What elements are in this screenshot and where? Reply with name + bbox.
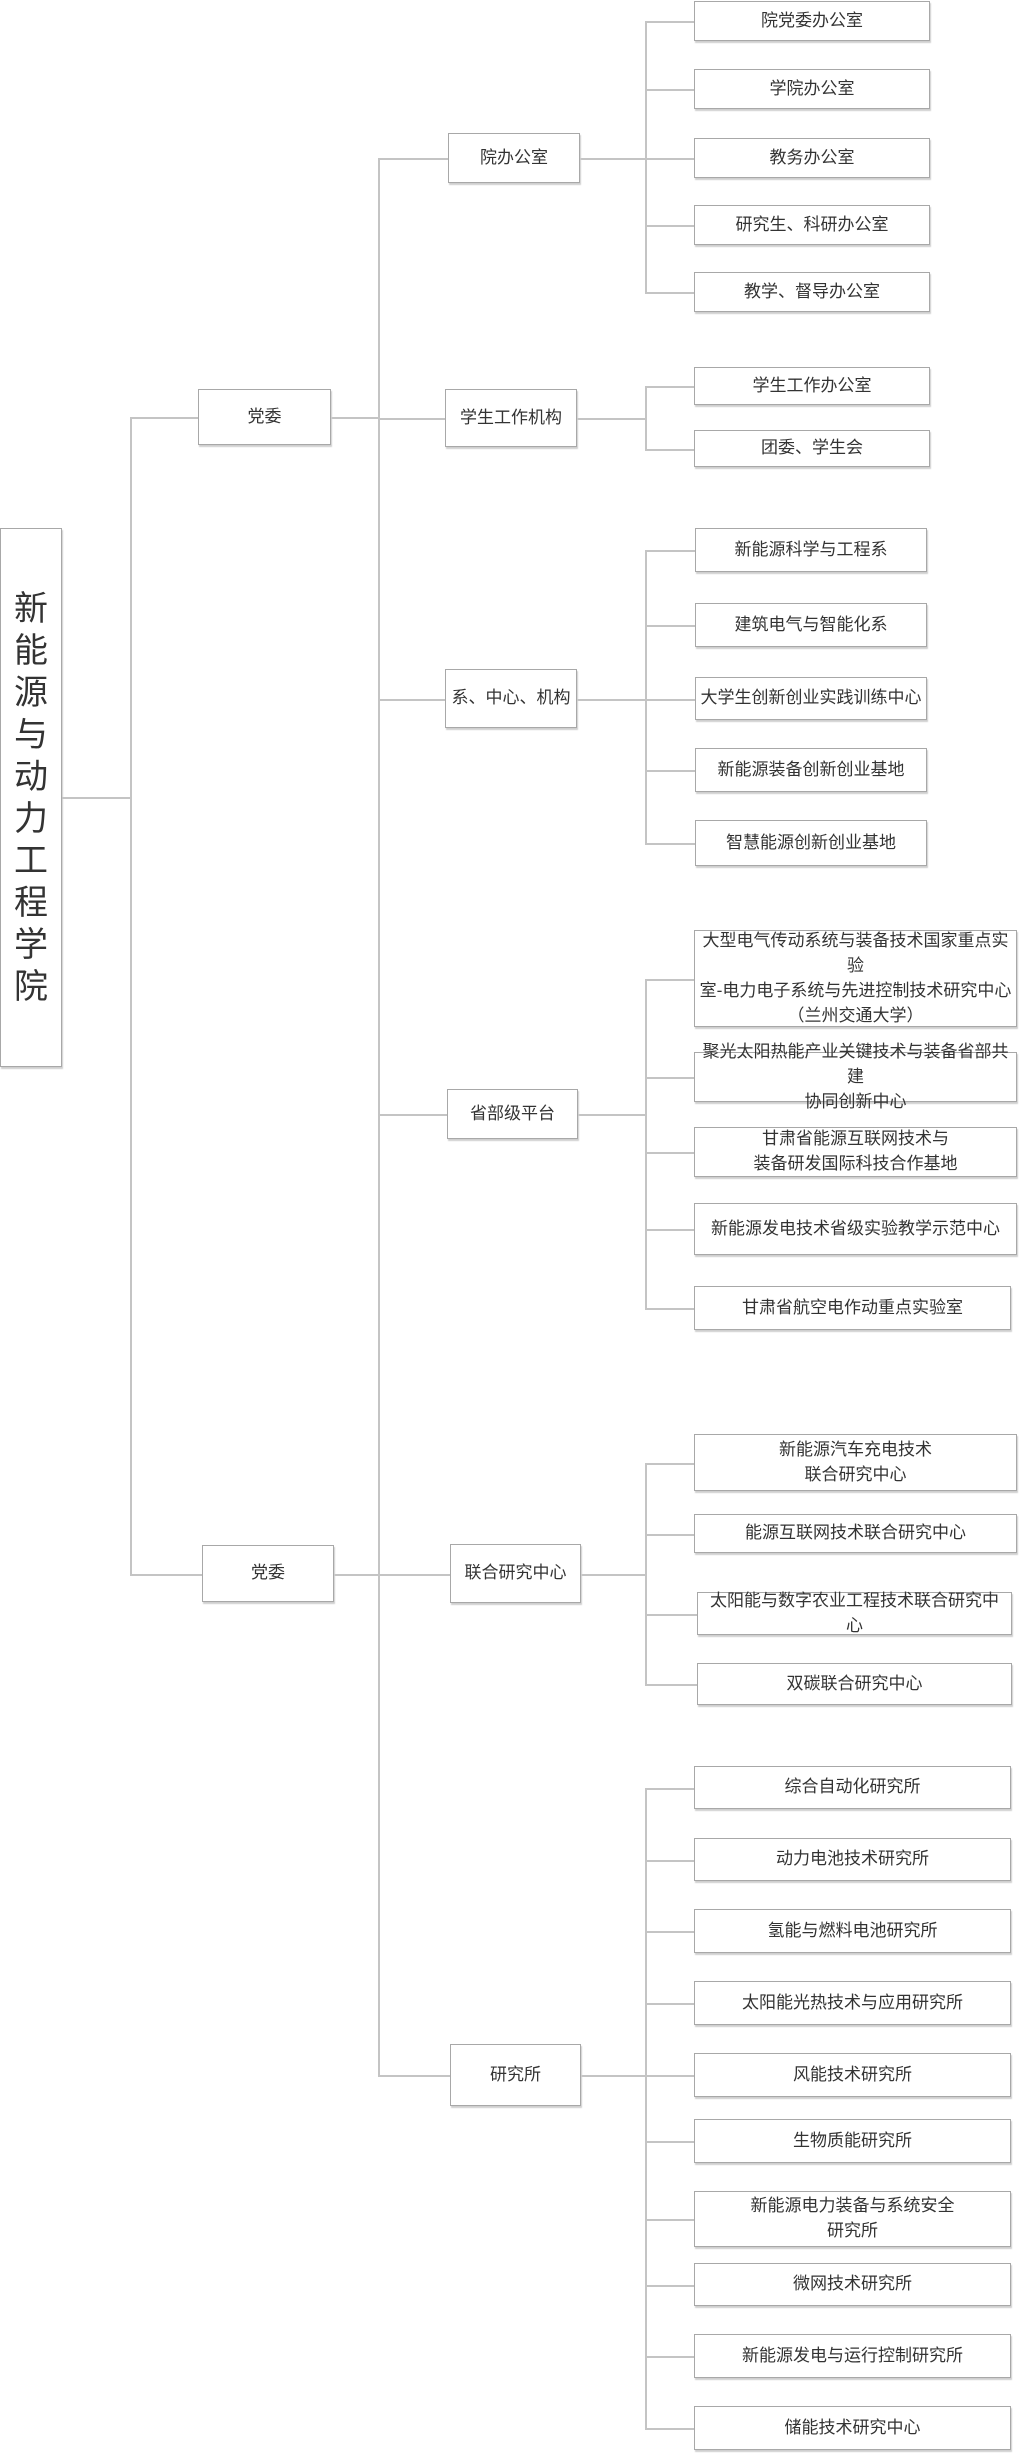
connector-line [580,158,645,160]
leaf-node: 能源互联网技术联合研究中心 [694,1514,1017,1553]
leaf-node: 新能源发电与运行控制研究所 [694,2334,1011,2378]
connector-line [645,2141,694,2143]
leaf-node: 教学、督导办公室 [694,272,930,312]
connector-line [645,550,695,552]
leaf-node: 智慧能源创新创业基地 [695,820,927,866]
connector-line [645,1788,694,1790]
connector-line [378,158,448,160]
connector-line [645,1229,694,1231]
connector-line [645,1534,694,1536]
connector-line [645,1931,694,1933]
connector-line [378,1114,447,1116]
leaf-node: 双碳联合研究中心 [697,1663,1012,1705]
leaf-node: 风能技术研究所 [694,2053,1011,2097]
connector-line [581,2075,645,2077]
connector-line [378,2075,450,2077]
leaf-node: 新能源装备创新创业基地 [695,748,927,792]
connector-line [577,418,645,420]
group-node: 学生工作机构 [445,389,577,447]
connector-line [645,386,647,449]
connector-line [645,21,694,23]
connector-line [645,2219,694,2221]
connector-line [645,2285,694,2287]
connector-line [577,699,645,701]
connector-line [581,1574,645,1576]
group-node: 研究所 [450,2044,581,2106]
connector-line [645,1077,694,1079]
leaf-node: 微网技术研究所 [694,2263,1011,2306]
branch-node: 党委 [202,1545,334,1602]
leaf-node: 储能技术研究中心 [694,2406,1011,2450]
connector-line [645,1463,694,1465]
group-node: 联合研究中心 [450,1544,581,1603]
connector-line [645,449,694,451]
connector-line [645,979,694,981]
connector-line [378,699,445,701]
leaf-node: 建筑电气与智能化系 [695,603,927,647]
connector-line [378,158,380,2075]
connector-line [578,1114,645,1116]
leaf-node: 动力电池技术研究所 [694,1838,1011,1881]
leaf-node: 甘肃省能源互联网技术与 装备研发国际科技合作基地 [694,1127,1017,1177]
leaf-node: 新能源汽车充电技术 联合研究中心 [694,1434,1017,1491]
leaf-node: 院党委办公室 [694,1,930,41]
connector-line [645,2003,694,2005]
connector-line [645,550,647,843]
connector-line [645,1614,697,1616]
connector-line [130,417,132,1574]
connector-line [645,1152,694,1154]
leaf-node: 大学生创新创业实践训练中心 [695,677,927,720]
connector-line [645,843,695,845]
leaf-node: 太阳能光热技术与应用研究所 [694,1981,1011,2025]
connector-line [645,292,694,294]
connector-line [645,1860,694,1862]
connector-line [645,1308,694,1310]
connector-line [645,1788,647,2428]
connector-line [378,1574,450,1576]
connector-line [645,1684,697,1686]
leaf-node: 新能源发电技术省级实验教学示范中心 [694,1203,1017,1255]
leaf-node: 生物质能研究所 [694,2119,1011,2163]
connector-line [645,2356,694,2358]
leaf-node: 太阳能与数字农业工程技术联合研究中心 [697,1591,1012,1636]
leaf-node: 团委、学生会 [694,430,930,467]
leaf-node: 新能源科学与工程系 [695,528,927,572]
branch-node: 党委 [198,389,331,445]
connector-line [645,225,694,227]
connector-line [645,386,694,388]
connector-line [645,770,695,772]
connector-line [645,1463,647,1684]
leaf-node: 综合自动化研究所 [694,1766,1011,1809]
leaf-node: 大型电气传动系统与装备技术国家重点实验 室-电力电子系统与先进控制技术研究中心 … [694,930,1017,1027]
group-node: 省部级平台 [447,1089,578,1139]
connector-line [645,89,694,91]
connector-line [378,418,445,420]
connector-line [645,2075,694,2077]
connector-line [645,21,647,292]
connector-line [645,979,647,1308]
leaf-node: 教务办公室 [694,138,930,178]
connector-line [645,699,695,701]
leaf-node: 新能源电力装备与系统安全 研究所 [694,2191,1011,2247]
connector-line [334,1574,378,1576]
root-node: 新能源与动力工程学院 [0,528,62,1067]
group-node: 系、中心、机构 [445,669,577,728]
connector-line [62,797,130,799]
leaf-node: 学院办公室 [694,69,930,109]
connector-line [645,2428,694,2430]
connector-line [331,417,378,419]
leaf-node: 氢能与燃料电池研究所 [694,1909,1011,1953]
connector-line [645,625,695,627]
connector-line [130,1574,202,1576]
leaf-node: 甘肃省航空电作动重点实验室 [694,1286,1011,1330]
group-node: 院办公室 [448,133,580,183]
connector-line [645,158,694,160]
connector-line [130,417,198,419]
leaf-node: 研究生、科研办公室 [694,205,930,245]
leaf-node: 学生工作办公室 [694,367,930,405]
leaf-node: 聚光太阳热能产业关键技术与装备省部共建 协同创新中心 [694,1042,1017,1112]
